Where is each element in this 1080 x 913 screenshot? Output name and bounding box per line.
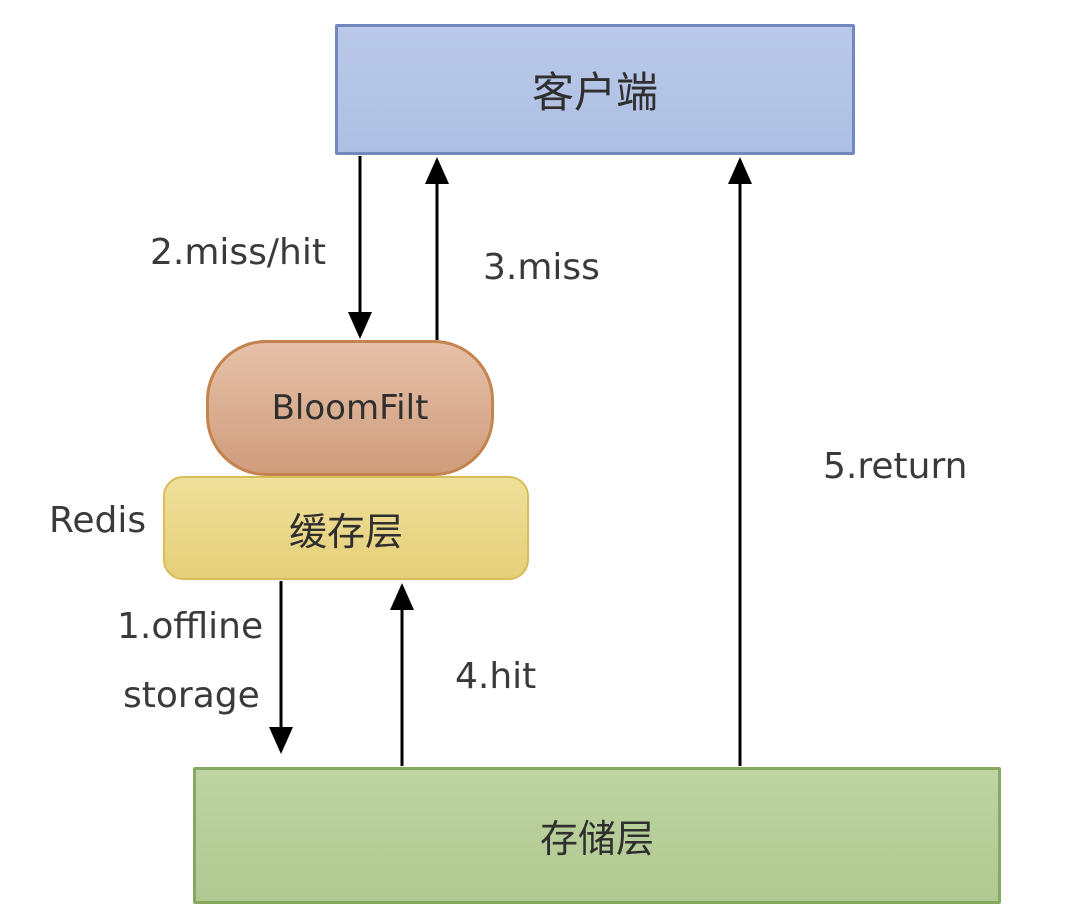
edge-label-offline-storage-line1: 1.offline [117,606,264,647]
edge-label-return: 5.return [823,446,968,487]
edge-label-offline-storage-line2: storage [123,675,260,716]
edge-label-offline-storage: 1.offline storage [117,606,263,716]
edge-label-miss-hit: 2.miss/hit [150,232,326,273]
edge-label-miss: 3.miss [483,247,600,288]
node-bloom-filter: BloomFilt [206,340,494,476]
edge-label-hit: 4.hit [455,656,537,697]
node-cache-layer: 缓存层 [163,476,529,580]
node-storage-layer: 存储层 [193,767,1001,904]
label-redis: Redis [49,500,147,541]
node-client: 客户端 [335,24,855,155]
